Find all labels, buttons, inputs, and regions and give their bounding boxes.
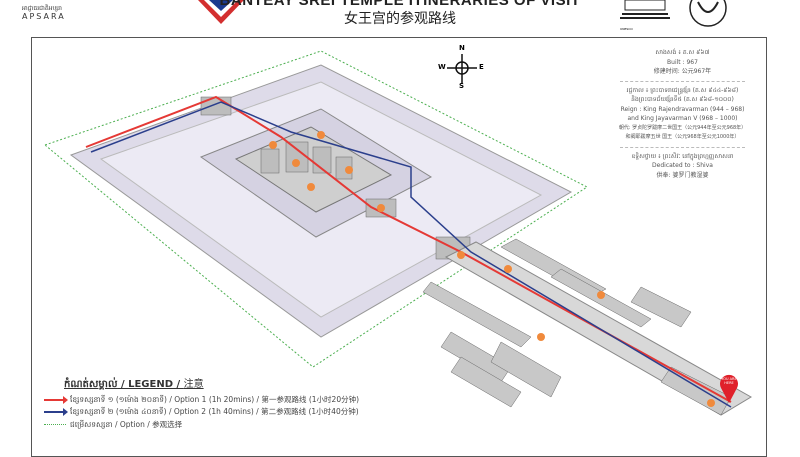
reign-zh-2: 和阇耶跋摩五世 国王（公元968年至公元1000年） bbox=[625, 134, 740, 140]
compass-s: S bbox=[459, 82, 465, 90]
divider bbox=[620, 80, 745, 82]
legend-text: / Option 2 (1h 40mins) / 第二参观路线 (1小时40分钟… bbox=[166, 407, 359, 416]
blue-arrow-icon bbox=[44, 408, 68, 416]
built-km: សាងសង់ ៖ គ.ស ៩៦៧ bbox=[655, 49, 710, 56]
red-arrow-icon bbox=[44, 395, 68, 404]
apsara-label: APSARA bbox=[22, 12, 66, 21]
reign-en-2: and King Jayavarman V (968 – 1000) bbox=[627, 115, 738, 122]
apsara-khmer: អាជ្ញាធរជាតិអប្សរា bbox=[22, 5, 62, 12]
pavilion bbox=[630, 286, 692, 328]
legend-heading-zh: 注意 bbox=[183, 379, 204, 390]
route-option-1 bbox=[85, 95, 732, 403]
legend-item-option-2: ខ្សែទស្សនាទី ២ (១ម៉ោង ៤០នាទី) / Option 2… bbox=[44, 406, 359, 419]
legend-item-option: ជម្រើសទស្សនា / Option / 参观选择 bbox=[44, 419, 359, 432]
compass-n: N bbox=[459, 44, 465, 52]
poi-markers bbox=[269, 131, 715, 407]
compass-rose: N S W E bbox=[437, 44, 487, 92]
west-gopura bbox=[200, 96, 232, 116]
built-zh: 修建时间: 公元967年 bbox=[653, 68, 712, 75]
hall bbox=[450, 356, 522, 408]
legend-heading-km: កំណត់សម្គាល់ bbox=[64, 379, 118, 390]
temple-map bbox=[43, 50, 752, 416]
dedicated-en: Dedicated to : Shiva bbox=[652, 162, 713, 169]
built-en: Built : 967 bbox=[667, 58, 698, 66]
legend-text: / Option / 参观选择 bbox=[112, 419, 183, 429]
reign-km-1: រជ្ជកាល ៖ ព្រះបាទរាជេន្ទ្រវរ្ម័ន (គ.ស ៩៤… bbox=[626, 86, 739, 94]
unesco-logo: UNESCO bbox=[620, 0, 727, 31]
divider bbox=[620, 146, 745, 148]
unesco-label: UNESCO bbox=[620, 27, 633, 31]
dedicated-zh: 供奉: 婆罗门教湿婆 bbox=[656, 171, 709, 179]
compass-w: W bbox=[438, 63, 446, 71]
reign-km-2: និងព្រះបាទជ័យវរ្ម័នទី៥ (គ.ស ៩៦៨-១០០០) bbox=[631, 96, 734, 103]
library bbox=[260, 148, 280, 174]
legend-heading-en: / LEGEND / bbox=[117, 379, 184, 390]
you-are-here-marker: YOU ARE HERE bbox=[719, 374, 739, 404]
legend-km: ខ្សែទស្សនាទី ១ (១ម៉ោង ២០នាទី) bbox=[70, 394, 167, 404]
you-are-here-label: YOU ARE HERE bbox=[721, 377, 737, 385]
legend-km: ជម្រើសទស្សនា bbox=[70, 419, 113, 429]
compass-icon bbox=[447, 54, 477, 84]
compass-e: E bbox=[479, 63, 484, 71]
legend-km: ខ្សែទស្សនាទី ២ (១ម៉ោង ៤០នាទី) bbox=[70, 407, 167, 416]
legend-item-option-1: ខ្សែទស្សនាទី ១ (១ម៉ោង ២០នាទី) / Option 1… bbox=[44, 394, 359, 407]
page-subtitle: 女王宫的参观路线 bbox=[344, 11, 456, 27]
page-title: BANTEAY SREI TEMPLE ITINERARIES OF VISIT bbox=[219, 0, 581, 9]
dotted-line-icon bbox=[44, 424, 66, 425]
reign-en-1: Reign : King Rajendravarman (944 – 968) bbox=[620, 105, 745, 113]
gallery-south bbox=[422, 281, 532, 348]
route-option-2 bbox=[90, 101, 732, 408]
dedicated-km: ឧទ្ទិសថ្វាយ ៖ ព្រះសិវៈ នៅក្នុងព្រហ្មញ្ញស… bbox=[631, 152, 734, 160]
legend-text: / Option 1 (1h 20mins) / 第一参观路线 (1小时20分钟… bbox=[166, 394, 360, 404]
apsara-logo: អាជ្ញាធរជាតិអប្សរា APSARA bbox=[22, 5, 66, 21]
legend: កំណត់សម្គាល់ / LEGEND / 注意 ខ្សែទស្សនាទី … bbox=[44, 379, 359, 431]
temple-info-panel: សាងសង់ ៖ គ.ស ៩៦៧ Built : 967 修建时间: 公元967… bbox=[600, 48, 765, 180]
hall bbox=[490, 341, 562, 398]
central-tower bbox=[285, 141, 309, 173]
legend-heading: កំណត់សម្គាល់ / LEGEND / 注意 bbox=[64, 379, 359, 392]
reign-zh-1: 朝代: 罗贞陀罗跋摩二世国王（公元944年至公元968年） bbox=[618, 124, 747, 131]
map-pin-icon bbox=[720, 374, 738, 403]
cambodia-emblem-logo bbox=[198, 0, 244, 24]
